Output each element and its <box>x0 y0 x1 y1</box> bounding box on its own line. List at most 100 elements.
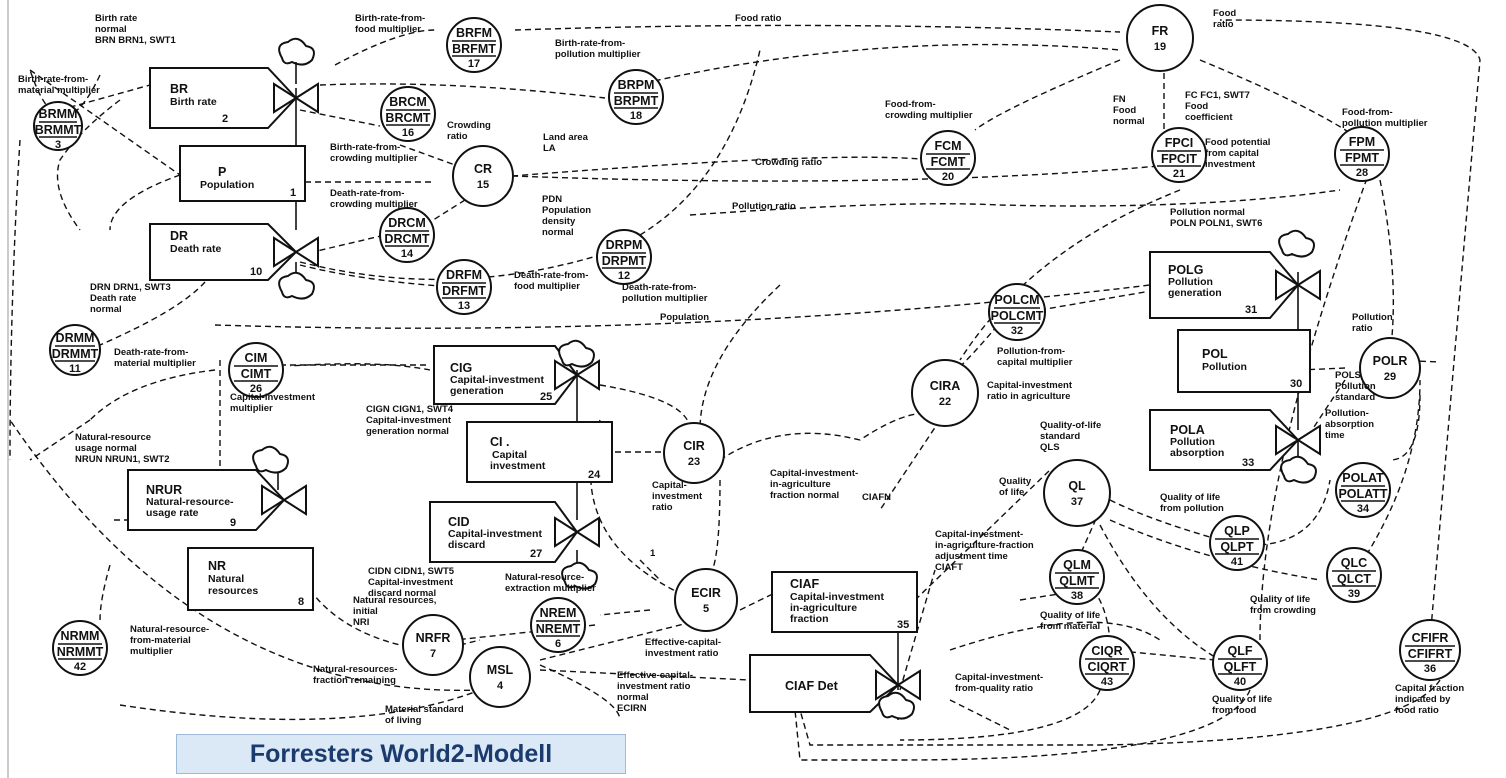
aux-number: 39 <box>1348 588 1360 600</box>
aux-number: 40 <box>1234 676 1246 688</box>
rate-pollution-absorption: POLA Pollution absorption 33 <box>1149 409 1321 484</box>
aux-code: NREM <box>540 606 577 620</box>
aux-table: FPMT <box>1345 151 1379 165</box>
aux-circle <box>608 69 664 125</box>
aux-number: 4 <box>497 680 504 692</box>
label-brfm: Birth-rate-from-food multiplier <box>355 13 425 35</box>
label-drpm: Death-rate-from-pollution multiplier <box>622 282 708 304</box>
aux-circle <box>469 646 531 708</box>
svg-text:POL: POL <box>1202 347 1228 361</box>
svg-text:35: 35 <box>897 619 909 631</box>
svg-text:usage rate: usage rate <box>146 507 199 519</box>
aux-number: 42 <box>74 661 86 673</box>
svg-text:Pollution: Pollution <box>1202 361 1247 373</box>
aux-circle <box>1126 4 1194 72</box>
aux-number: 6 <box>555 638 561 650</box>
label-ciaft: Capital-investment-in-agriculture-fracti… <box>935 529 1034 573</box>
aux-table: BRFMT <box>452 42 496 56</box>
label-ecir: Effective-capital-investment ratio <box>645 637 721 659</box>
aux-code: QLP <box>1224 524 1250 538</box>
label-crowdingratio: Crowding ratio <box>755 157 822 168</box>
aux-code: POLCM <box>994 293 1039 307</box>
svg-text:CI .: CI . <box>490 435 509 449</box>
aux-circle <box>1335 462 1391 518</box>
aux-code: FPM <box>1349 135 1375 149</box>
svg-text:NRUR: NRUR <box>146 483 182 497</box>
svg-text:33: 33 <box>1242 457 1254 469</box>
aux-circle <box>1079 635 1135 691</box>
aux-number: 11 <box>69 363 81 375</box>
aux-number: 15 <box>477 179 489 191</box>
aux-circle <box>52 620 108 676</box>
svg-text:BR: BR <box>170 82 188 96</box>
rate-death-rate: DR Death rate 10 <box>149 223 319 300</box>
label-fcm: Food-from-crowding multiplier <box>885 99 973 121</box>
aux-code: NRMM <box>61 629 100 643</box>
aux-table: CIQRT <box>1088 660 1127 674</box>
aux-number: 28 <box>1356 167 1368 179</box>
aux-number: 21 <box>1173 168 1185 180</box>
rate-pollution-generation: POLG Pollution generation 31 <box>1149 229 1321 319</box>
svg-text:investment: investment <box>490 460 546 472</box>
aux-number: 38 <box>1071 590 1083 602</box>
aux-number: 3 <box>55 139 61 151</box>
aux-circle <box>1049 549 1105 605</box>
aux-table: QLCT <box>1337 572 1371 586</box>
aux-table: POLATT <box>1338 487 1387 501</box>
svg-text:9: 9 <box>230 517 236 529</box>
label-ciafnCode: CIAFN <box>862 492 891 503</box>
aux-code: DRFM <box>446 268 482 282</box>
aux-number: 36 <box>1424 663 1436 675</box>
aux-code: FPCI <box>1165 136 1193 150</box>
svg-text:27: 27 <box>530 548 542 560</box>
label-population: Population <box>660 312 709 323</box>
aux-circle <box>1212 635 1268 691</box>
aux-circle <box>530 597 586 653</box>
aux-circle <box>911 359 979 427</box>
svg-text:generation: generation <box>450 385 504 397</box>
svg-text:10: 10 <box>250 266 262 278</box>
aux-code: BRFM <box>456 26 492 40</box>
label-fpm: Food-from-pollution multiplier <box>1342 107 1428 129</box>
aux-code: POLR <box>1373 354 1408 368</box>
label-pollutionratio: Pollution ratio <box>732 201 796 212</box>
aux-fpm: FPM FPMT 28 <box>1334 126 1390 182</box>
aux-number: 20 <box>942 171 954 183</box>
label-nrfr: Natural-resources-fraction remaining <box>313 664 397 686</box>
aux-number: 13 <box>458 300 470 312</box>
aux-table: DRCMT <box>384 232 429 246</box>
aux-circle <box>380 86 436 142</box>
label-ciqr: Capital-investment-from-quality ratio <box>955 672 1043 694</box>
aux-code: CIQR <box>1091 644 1122 658</box>
svg-text:in-agriculture: in-agriculture <box>790 602 857 614</box>
aux-number: 7 <box>430 648 436 660</box>
label-nrem: Natural-resource-extraction multiplier <box>505 572 596 594</box>
aux-circle <box>379 207 435 263</box>
aux-table: QLFT <box>1224 660 1257 674</box>
svg-text:resources: resources <box>208 585 258 597</box>
svg-text:Natural-resource-: Natural-resource- <box>146 496 234 508</box>
